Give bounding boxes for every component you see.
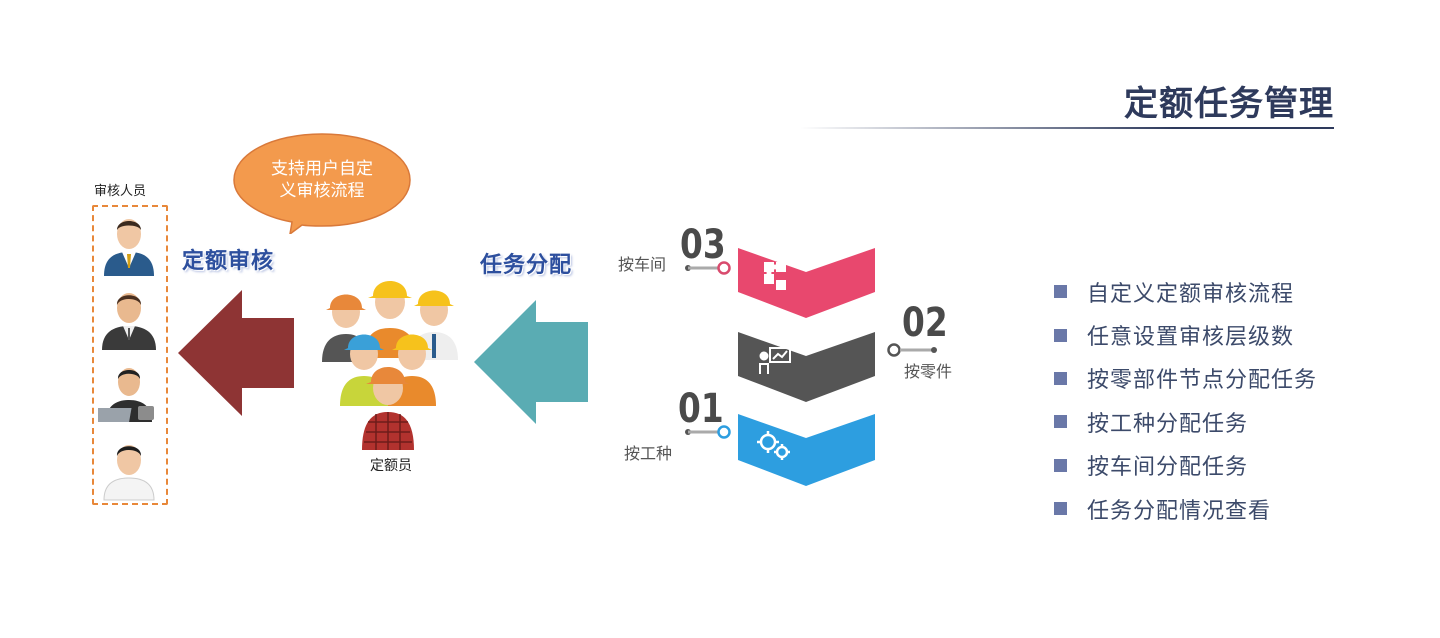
feature-list: 自定义定额审核流程 任意设置审核层级数 按零部件节点分配任务 按工种分配任务 按… xyxy=(1054,270,1317,530)
review-arrow-label: 定额审核 xyxy=(182,249,275,274)
speech-bubble-text: 支持用户自定 义审核流程 xyxy=(244,158,400,202)
reviewer-avatar-2 xyxy=(102,293,156,350)
feature-text: 自定义定额审核流程 xyxy=(1087,281,1295,307)
bullet-square-icon xyxy=(1054,502,1067,516)
feature-item: 按车间分配任务 xyxy=(1054,444,1317,487)
step-number-03: 03 xyxy=(680,222,726,268)
title-divider xyxy=(800,127,1334,129)
feature-item: 自定义定额审核流程 xyxy=(1054,270,1317,313)
review-arrow xyxy=(178,290,294,416)
chevron-02 xyxy=(738,332,875,402)
bullet-square-icon xyxy=(1054,328,1067,342)
step-number-02: 02 xyxy=(902,300,948,346)
reviewer-avatar-3 xyxy=(98,368,154,422)
connector-01 xyxy=(685,425,731,439)
bullet-square-icon xyxy=(1054,371,1067,385)
bullet-square-icon xyxy=(1054,458,1067,472)
step-label-part: 按零件 xyxy=(904,362,953,381)
feature-text: 任意设置审核层级数 xyxy=(1087,325,1295,351)
gears-icon xyxy=(757,431,790,460)
assign-arrow xyxy=(474,300,588,424)
step-chevrons xyxy=(685,248,937,486)
bullet-square-icon xyxy=(1054,285,1067,299)
reviewer-avatar-1 xyxy=(104,219,154,276)
step-label-workshop: 按车间 xyxy=(618,255,667,274)
feature-item: 任务分配情况查看 xyxy=(1054,487,1317,530)
step-label-trade: 按工种 xyxy=(624,444,673,463)
speech-bubble xyxy=(233,133,411,234)
chevron-01 xyxy=(738,414,875,486)
connector-02 xyxy=(887,343,937,357)
connector-03 xyxy=(685,261,731,275)
worker-label: 定额员 xyxy=(370,458,412,474)
worker-front xyxy=(362,367,414,450)
feature-text: 按车间分配任务 xyxy=(1087,455,1249,481)
reviewer-label: 审核人员 xyxy=(94,184,147,199)
feature-item: 按工种分配任务 xyxy=(1054,400,1317,443)
worker-group-icon xyxy=(322,281,458,450)
feature-text: 按零部件节点分配任务 xyxy=(1087,368,1318,394)
chevron-03 xyxy=(738,248,875,318)
feature-text: 任务分配情况查看 xyxy=(1087,498,1272,524)
reviewer-avatar-4 xyxy=(103,445,155,501)
feature-item: 任意设置审核层级数 xyxy=(1054,313,1317,356)
step-number-01: 01 xyxy=(678,386,724,432)
assign-arrow-label: 任务分配 xyxy=(480,253,573,278)
reviewer-group-border xyxy=(92,205,168,505)
page-title: 定额任务管理 xyxy=(1124,84,1334,124)
puzzle-icon xyxy=(764,262,786,290)
feature-item: 按零部件节点分配任务 xyxy=(1054,357,1317,400)
bullet-square-icon xyxy=(1054,415,1067,429)
feature-text: 按工种分配任务 xyxy=(1087,411,1249,437)
speech-bubble-line-2: 义审核流程 xyxy=(279,181,365,201)
presentation-icon xyxy=(759,347,791,374)
speech-bubble-line-1: 支持用户自定 xyxy=(271,159,373,179)
